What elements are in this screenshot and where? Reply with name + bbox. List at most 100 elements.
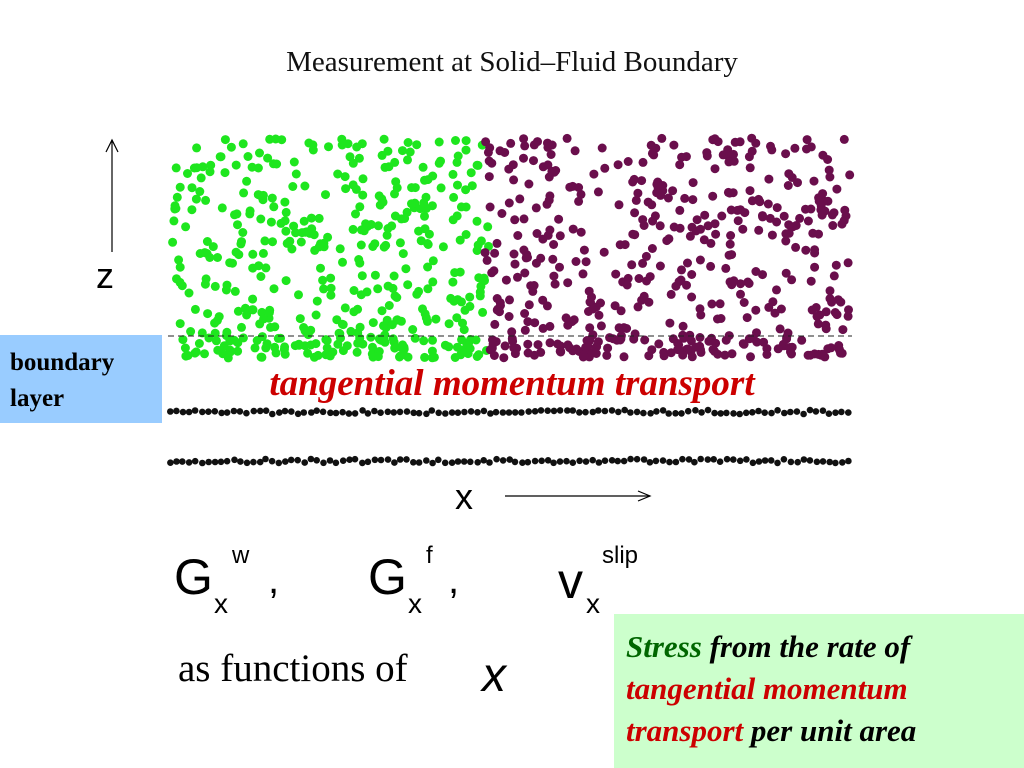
fluid-particle [504,198,514,208]
fluid-particle [191,194,201,204]
fluid-particle [461,185,471,195]
wall-particle [173,407,180,415]
fluid-particle [186,327,196,336]
fluid-particle [637,176,647,186]
wall-particle [218,409,225,417]
fluid-particle [267,193,277,203]
fluid-particle [519,134,529,144]
fluid-particle [706,238,716,248]
fluid-particle [591,343,601,352]
fluid-particle [733,216,743,226]
fluid-particle [220,135,230,145]
fluid-particle [260,236,270,246]
fluid-particle [666,348,676,358]
fluid-particle [230,286,240,296]
fluid-particle [555,262,564,272]
fluid-particle [357,139,367,149]
fluid-particle [418,304,427,314]
fluid-particle [252,336,262,345]
fluid-particle [627,260,637,270]
fluid-particle [348,180,358,190]
stress-word: Stress [626,629,702,664]
fluid-particle [261,263,271,273]
wall-particle [774,407,781,414]
fluid-particle [242,176,252,186]
fluid-particle [813,319,823,329]
fluid-particle [623,273,633,283]
wall-particle [237,458,244,465]
fluid-particle [183,351,193,360]
fluid-particle [338,257,347,267]
fluid-particle [388,334,398,344]
wall-particle [652,457,660,465]
fluid-particle [509,249,519,259]
fluid-particle [213,253,222,262]
fluid-particle [452,157,462,167]
fluid-particle [466,168,476,178]
fluid-particle [548,254,558,264]
wall-particle [780,456,788,463]
fluid-particle [328,347,338,357]
fluid-particle [675,223,685,233]
fluid-particle [418,162,428,172]
fluid-particle [844,305,853,315]
fluid-particle [309,352,319,362]
wall-particle [698,409,705,416]
fluid-particle [755,197,765,207]
fluid-particle [290,341,300,351]
wall-particle [223,457,231,465]
wall-particle [601,457,609,465]
fluid-particle [291,228,301,238]
fluid-particle [266,217,276,227]
fluid-particle [346,326,356,336]
fluid-particle [472,216,482,226]
fluid-particle [793,178,802,188]
fluid-particle [245,209,255,219]
fluid-particle [272,159,282,169]
fluid-particle [377,194,387,204]
fluid-particle [465,301,475,311]
wall-particle [396,456,404,463]
fluid-particle [594,310,604,320]
wall-particle [282,458,289,465]
fluid-particle [784,169,794,179]
wall-particle [487,410,494,417]
wall-particle [787,408,794,416]
fluid-particle [561,313,571,323]
fluid-particle [177,281,187,291]
wall-particle [262,455,269,463]
fluid-particle [180,343,190,353]
fluid-particle [206,160,216,170]
wall-particle [167,408,174,415]
wall-particle [287,456,295,464]
wall-particle [359,407,366,414]
fluid-particle [791,242,801,252]
wall-particle [346,456,353,464]
wall-particle [826,458,833,466]
fluid-particle [747,146,757,156]
wall-particle [711,409,718,417]
fluid-particle [706,261,716,271]
wall-particle [403,408,411,415]
fluid-particle [675,205,685,215]
fluid-particle [751,267,761,276]
fluid-particle [474,350,484,360]
wall-particle [474,409,481,416]
fluid-particle [555,231,565,241]
wall-particle [480,407,488,415]
fluid-particle [419,336,429,346]
fluid-particle [578,269,588,279]
fluid-particle [581,257,591,267]
fluid-particle [448,169,458,179]
fluid-particle [652,188,662,198]
fluid-particle [641,251,651,261]
fluid-particle [630,329,640,339]
fluid-particle [366,220,376,229]
fluid-particle [467,181,477,191]
fluid-particle [322,336,332,346]
wall-particle [825,410,833,418]
fluid-particle [687,222,697,232]
fluid-particle [633,188,643,198]
wall-particle [275,459,283,467]
fluid-particle [735,137,745,147]
